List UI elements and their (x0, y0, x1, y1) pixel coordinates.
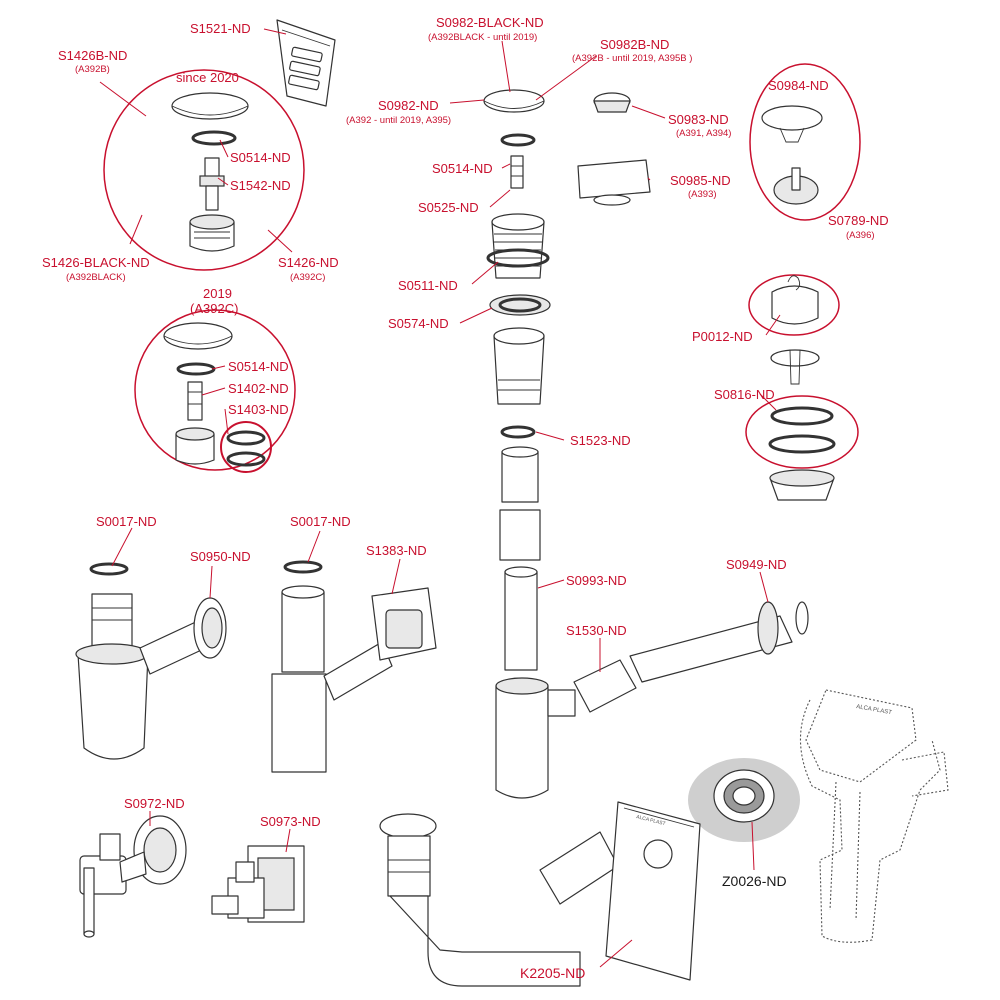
label-s1402[interactable]: S1402-ND (228, 381, 289, 396)
group-circle-2019 (134, 309, 296, 471)
angle-valve-round (79, 815, 187, 938)
label-z0026[interactable]: Z0026-ND (722, 873, 787, 889)
label-s0985-models: (A393) (688, 189, 717, 200)
label-s1426b-models: (A392B) (75, 64, 110, 75)
label-p0012[interactable]: P0012-ND (692, 329, 753, 344)
cover-plate: ALCA PLAST (605, 801, 701, 981)
label-s0983[interactable]: S0983-ND (668, 112, 729, 127)
label-s0789[interactable]: S0789-ND (828, 213, 889, 228)
label-s0514-column[interactable]: S0514-ND (432, 161, 493, 176)
label-year-2019: 2019 (203, 286, 232, 301)
group-circle-since-2020 (103, 69, 305, 271)
u-trap (379, 813, 619, 987)
label-s0950[interactable]: S0950-ND (190, 549, 251, 564)
built-in-siphon: ALCA PLAST (799, 689, 949, 943)
seal-fitting (713, 769, 775, 823)
label-s0982b[interactable]: S0982B-ND (600, 37, 669, 52)
label-s0514-2019[interactable]: S0514-ND (228, 359, 289, 374)
label-year-2019-model: (A392C) (190, 301, 238, 316)
label-s0983-models: (A391, A394) (676, 128, 731, 139)
label-s0984[interactable]: S0984-ND (768, 78, 829, 93)
parts-drawings: ALCA PLAST ALCA PLAST (75, 19, 949, 987)
label-k2205[interactable]: K2205-ND (520, 965, 585, 981)
waste-column-parts (483, 89, 551, 671)
click-clack-2019-parts (163, 322, 266, 467)
label-s1403[interactable]: S1403-ND (228, 402, 289, 417)
central-trap-parts (495, 601, 809, 799)
label-s1521[interactable]: S1521-ND (190, 21, 251, 36)
label-s1523[interactable]: S1523-ND (570, 433, 631, 448)
highlight-circle-s1403 (220, 421, 272, 473)
label-s1426[interactable]: S1426-ND (278, 255, 339, 270)
part-labels: S1521-ND S0982-BLACK-ND (A392BLACK - unt… (42, 15, 889, 981)
bottle-trap-square (271, 560, 437, 773)
label-s0017-round[interactable]: S0017-ND (96, 514, 157, 529)
highlight-circle-s0816 (745, 395, 859, 469)
label-s0972[interactable]: S0972-ND (124, 796, 185, 811)
label-s0982-black-models: (A392BLACK - until 2019) (428, 32, 537, 43)
highlight-circle-p0012 (748, 274, 840, 336)
right-column-parts (577, 92, 836, 501)
bottle-trap-round (75, 562, 227, 760)
label-s0993[interactable]: S0993-ND (566, 573, 627, 588)
label-s0574[interactable]: S0574-ND (388, 316, 449, 331)
group-circle-s0984-s0789 (749, 63, 861, 221)
label-s0511[interactable]: S0511-ND (398, 278, 458, 293)
label-s0017-square[interactable]: S0017-ND (290, 514, 351, 529)
label-s0789-models: (A396) (846, 230, 875, 241)
label-s1426b[interactable]: S1426B-ND (58, 48, 127, 63)
label-s0514-2020[interactable]: S0514-ND (230, 150, 291, 165)
label-s0525[interactable]: S0525-ND (418, 200, 479, 215)
label-s1542[interactable]: S1542-ND (230, 178, 291, 193)
leader-lines (99, 28, 781, 968)
label-s0985[interactable]: S0985-ND (670, 173, 731, 188)
label-s0949[interactable]: S0949-ND (726, 557, 787, 572)
label-s0982[interactable]: S0982-ND (378, 98, 439, 113)
label-s1426-black[interactable]: S1426-BLACK-ND (42, 255, 150, 270)
label-s1530[interactable]: S1530-ND (566, 623, 627, 638)
label-s1383[interactable]: S1383-ND (366, 543, 427, 558)
label-s1426-models: (A392C) (290, 272, 325, 283)
click-clack-2020-parts (171, 92, 249, 252)
label-since-2020: since 2020 (176, 70, 239, 85)
label-s0816[interactable]: S0816-ND (714, 387, 775, 402)
label-s0982-models: (A392 - until 2019, A395) (346, 115, 451, 126)
label-s1426-black-models: (A392BLACK) (66, 272, 126, 283)
label-s0982b-models: (A392B - until 2019, A395B ) (572, 53, 692, 64)
label-s0973[interactable]: S0973-ND (260, 814, 321, 829)
label-s0982-black[interactable]: S0982-BLACK-ND (436, 15, 544, 30)
angle-valve-square (211, 845, 305, 923)
grille-part (276, 19, 336, 107)
